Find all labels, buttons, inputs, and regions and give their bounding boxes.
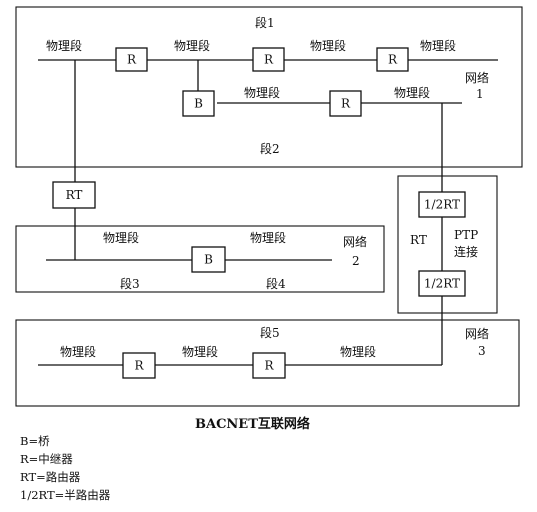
segment-4-label: 段4: [266, 276, 286, 291]
physical-segment-label-7: 物理段: [103, 230, 139, 245]
network-2-number: 2: [352, 254, 360, 268]
repeater-r4: [329, 90, 362, 117]
physical-segment-label-8: 物理段: [250, 230, 286, 245]
bridge-b1: [182, 90, 215, 117]
legend-repeater: R=中继器: [20, 452, 73, 466]
repeater-r3: [376, 47, 409, 72]
segment-5-label: 段5: [260, 325, 280, 340]
segment-3-label: 段3: [120, 276, 140, 291]
physical-segment-label-11: 物理段: [340, 344, 376, 359]
repeater-r2: [252, 47, 285, 72]
legend-router: RT=路由器: [20, 470, 81, 484]
physical-segment-label-6: 物理段: [394, 85, 430, 100]
router-rt: [52, 181, 96, 209]
physical-segment-label-3: 物理段: [310, 38, 346, 53]
ptp-rt-label: RT: [410, 233, 427, 247]
network-3-number: 3: [478, 344, 486, 358]
segment-2-label: 段2: [260, 141, 280, 156]
router-rt-label: RT: [66, 188, 83, 202]
physical-segment-label-10: 物理段: [182, 344, 218, 359]
ptp-label: PTP: [454, 228, 478, 242]
repeater-r1-label: R: [127, 53, 137, 67]
physical-segment-label-1: 物理段: [46, 38, 82, 53]
network-3-label: 网络: [465, 326, 489, 341]
physical-segment-label-5: 物理段: [244, 85, 280, 100]
bridge-b2-label: B: [204, 253, 213, 267]
physical-segment-label-2: 物理段: [174, 38, 210, 53]
bridge-b2: [191, 246, 226, 273]
network-2-frame: [15, 225, 385, 293]
half-router-top-label: 1/2RT: [424, 198, 460, 212]
network-3-frame: [15, 319, 520, 407]
ptp-router-frame: [397, 175, 498, 314]
network-1-number: 1: [476, 87, 484, 101]
half-router-top: [418, 191, 466, 218]
repeater-r2-label: R: [264, 53, 274, 67]
ptp-connection-label: 连接: [454, 244, 478, 259]
repeater-r3-label: R: [388, 53, 398, 67]
diagram-caption: BACNET互联网络: [195, 416, 310, 432]
repeater-r4-label: R: [341, 97, 351, 111]
network-2-label: 网络: [343, 234, 367, 249]
segment-1-label: 段1: [255, 15, 275, 30]
bridge-b1-label: B: [194, 97, 203, 111]
repeater-r5-label: R: [134, 359, 144, 373]
legend-bridge: B=桥: [20, 434, 50, 448]
legend-half-router: 1/2RT=半路由器: [20, 488, 111, 502]
repeater-r1: [115, 47, 148, 72]
network-1-frame: [15, 6, 523, 168]
physical-segment-label-4: 物理段: [420, 38, 456, 53]
network-1-label: 网络: [465, 70, 489, 85]
physical-segment-label-9: 物理段: [60, 344, 96, 359]
repeater-r5: [122, 352, 156, 379]
repeater-r6: [252, 352, 286, 379]
half-router-bottom-label: 1/2RT: [424, 277, 460, 291]
repeater-r6-label: R: [264, 359, 274, 373]
